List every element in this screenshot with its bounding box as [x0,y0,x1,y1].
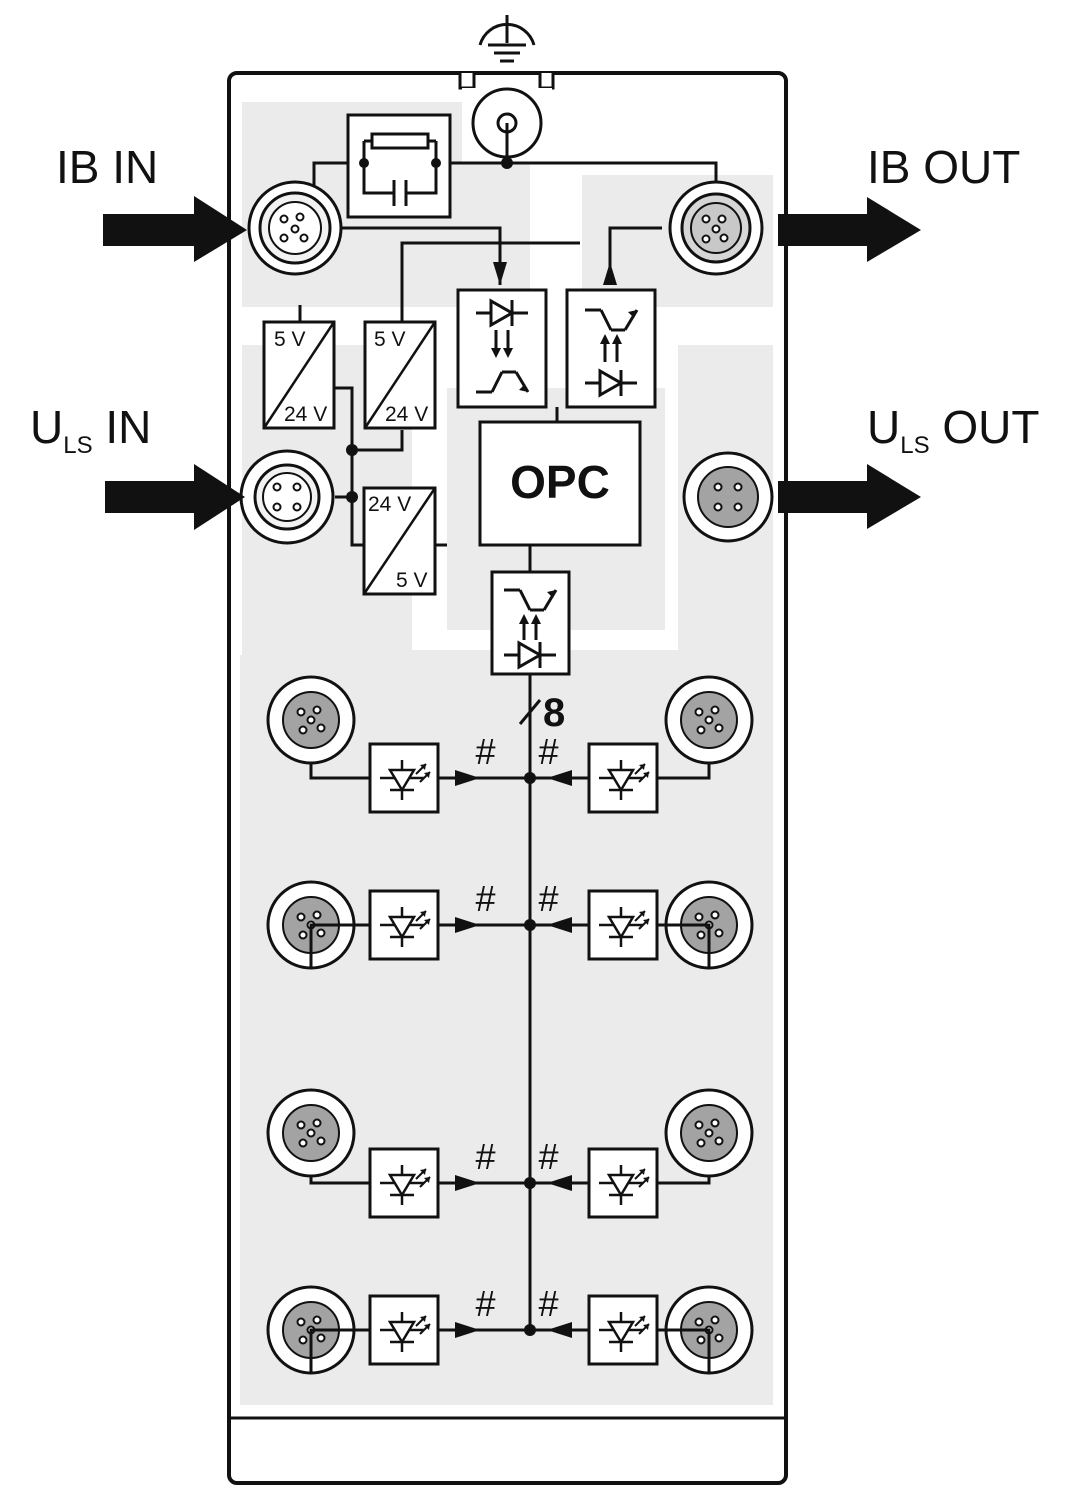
ib-in-label: IB IN [56,141,158,193]
io-connector-left-1 [266,675,356,765]
io-wire-right [658,1176,711,1185]
converter-3-input-label: 24 V [368,493,411,516]
opc-label: OPC [510,456,610,508]
io-wire-left [309,763,370,780]
bus-hash-right: # [538,1136,559,1177]
bus-junction [524,1324,536,1336]
converter-2-output-label: 24 V [385,403,428,426]
uls-in-connector [239,449,335,545]
io-wire-left [309,1176,370,1185]
resistor-icon [370,132,430,150]
ib-out-label: IB OUT [867,141,1020,193]
dc-dc-converter-1: 5 V 24 V [262,320,336,430]
bus-width-label: 8 [543,691,565,735]
io-wire-right [658,763,711,780]
io-wire-left [309,1328,370,1373]
bus-hash-left: # [475,1136,496,1177]
io-connector-left-3 [266,1088,356,1178]
optocoupler-io [490,570,571,676]
dc-dc-converter-3: 24 V 5 V [362,486,437,596]
led-box-right-4 [587,1294,659,1366]
io-connector-right-3 [664,1088,754,1178]
arrow-right-in [547,917,572,933]
converter-1-input-label: 5 V [274,328,306,351]
arrow-left-in [455,770,480,786]
arrow-left-in [455,917,480,933]
ib-out-arrow [778,197,921,262]
ib-in-arrow [103,196,247,262]
led-box-left-3 [368,1147,440,1219]
rc-filter [346,113,452,219]
optocoupler-out [565,288,657,409]
converter-1-output-label: 24 V [284,403,327,426]
io-row-4: ## [266,1283,754,1375]
ground-icon [478,15,536,63]
converter-2-input-label: 5 V [374,328,406,351]
dc-dc-converter-2: 5 V 24 V [363,320,437,430]
arrow-right-in [547,770,572,786]
led-box-right-1 [587,742,659,814]
bus-hash-right: # [538,878,559,919]
bus-width-slash [518,699,542,725]
capacitor-icon [392,180,408,206]
bus-hash-left: # [475,1283,496,1324]
uls-in-label: ULS IN [30,401,151,459]
bus-junction [524,772,536,784]
uls-out-arrow [778,464,921,529]
shield-clamp [458,71,555,169]
arrow-left-in [455,1175,480,1191]
io-wire-left [309,923,370,968]
arrow-right-in [547,1175,572,1191]
led-box-right-3 [587,1147,659,1219]
arrow-right-in [547,1322,572,1338]
bus-hash-right: # [538,1283,559,1324]
arrow-left-in [455,1322,480,1338]
opc-block: OPC [478,420,642,547]
uls-out-connector [682,451,774,543]
io-connector-right-1 [664,675,754,765]
uls-in-arrow [105,464,245,530]
bus-hash-left: # [475,878,496,919]
bus-hash-left: # [475,731,496,772]
io-channels: ######## [266,675,754,1375]
optocoupler-in [456,288,548,409]
bus-junction [524,1177,536,1189]
ib-in-connector [247,180,343,276]
bus-hash-right: # [538,731,559,772]
io-row-3: ## [266,1088,754,1219]
io-wire-right [658,923,711,968]
junction-dots [346,262,617,503]
bus-junction [524,919,536,931]
ib-out-connector [668,180,764,276]
led-box-left-1 [368,742,440,814]
io-row-2: ## [266,878,754,970]
led-box-left-2 [368,889,440,961]
led-box-left-4 [368,1294,440,1366]
io-wire-right [658,1328,711,1373]
uls-out-label: ULS OUT [867,401,1039,459]
converter-3-output-label: 5 V [396,569,428,592]
led-box-right-2 [587,889,659,961]
io-row-1: ## [266,675,754,814]
